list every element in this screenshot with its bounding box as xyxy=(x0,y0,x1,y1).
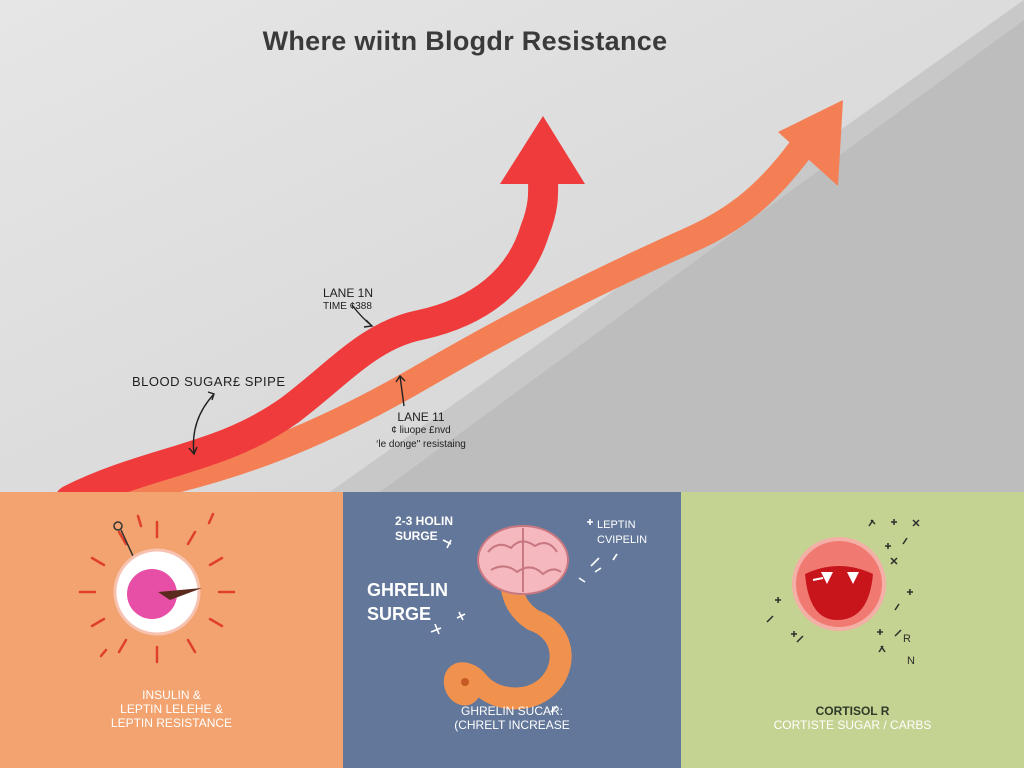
insulin-caption-line1: INSULIN & xyxy=(142,688,201,702)
lane-bottom-line1: LANE 11 xyxy=(397,410,445,424)
stray-mark-n: N xyxy=(907,655,915,667)
holin-surge-line1: 2-3 HOLIN xyxy=(395,514,454,528)
orange-arrow-head xyxy=(778,100,843,186)
orange-trend-arrow xyxy=(107,137,813,505)
stressed-face-icon: R N xyxy=(766,519,920,667)
stomach-icon xyxy=(443,571,572,710)
spike-diagram: Where wiitn Blogdr Resistance LANE 1N TI… xyxy=(0,0,1024,515)
lane-top-label: LANE 1N TIME ¢388 xyxy=(323,286,373,314)
cortisol-caption-line1: CORTISOL R xyxy=(815,704,890,718)
insulin-caption-line3: LEPTIN RESISTANCE xyxy=(110,716,233,730)
stray-mark-r: R xyxy=(903,633,911,645)
lane-top-line2: TIME ¢388 xyxy=(323,301,372,312)
insulin-caption-line2: LEPTIN LELEHE & xyxy=(120,702,223,716)
brain-icon xyxy=(477,525,569,595)
holin-surge-line2: SURGE xyxy=(395,529,438,543)
ghrelin-surge-label: GHRELIN SURGE xyxy=(367,578,448,626)
ghrelin-caption: GHRELIN SUCAR: (CHRELT INCREASE xyxy=(343,704,681,732)
cortisol-caption-line2: CORTISTE SUGAR / CARBS xyxy=(773,718,932,732)
annotation-arrows xyxy=(188,304,406,456)
lane-bottom-label: LANE 11 ¢ liuope £nvd ‘le donge" resista… xyxy=(366,410,476,452)
cell-nucleus xyxy=(127,569,177,619)
holin-surge-label: 2-3 HOLIN SURGE xyxy=(395,514,453,544)
page-title: Where wiitn Blogdr Resistance xyxy=(262,26,668,56)
diagram-canvas xyxy=(0,0,1024,515)
lane-top-line1: LANE 1N xyxy=(323,286,374,300)
motion-marks xyxy=(430,519,618,713)
ghrelin-caption-line2: (CHRELT INCREASE xyxy=(454,718,570,732)
needle-icon xyxy=(158,588,202,600)
open-mouth xyxy=(805,566,873,620)
leptin-label: LEPTIN CVIPELIN xyxy=(597,518,647,548)
ghrelin-surge-line2: SURGE xyxy=(367,604,432,624)
lane-bottom-line2: ¢ liuope £nvd xyxy=(391,425,451,436)
ghrelin-caption-line1: GHRELIN SUCAR: xyxy=(460,704,564,718)
cortisol-caption: CORTISOL R CORTISTE SUGAR / CARBS xyxy=(681,704,1024,732)
brain-stomach-illustration xyxy=(430,519,618,713)
burst-lines xyxy=(78,512,236,664)
red-arrow-head xyxy=(500,116,585,184)
ghrelin-surge-line1: GHRELIN xyxy=(367,580,448,600)
leptin-line2: CVIPELIN xyxy=(597,534,648,546)
red-spike-arrow xyxy=(55,163,559,515)
blood-sugar-spike-label: BLOOD SUGAR£ SPIPE xyxy=(132,374,286,389)
insulin-caption: INSULIN & LEPTIN LELEHE & LEPTIN RESISTA… xyxy=(0,688,343,730)
cortisol-panel: R N CORTISOL R CORTISTE SUGAR / CARBS xyxy=(681,492,1024,768)
leptin-line1: LEPTIN xyxy=(597,519,636,531)
ghrelin-panel: 2-3 HOLIN SURGE LEPTIN CVIPELIN GHRELIN … xyxy=(343,492,681,768)
stress-marks xyxy=(766,519,920,653)
insulin-cell-icon xyxy=(78,512,236,664)
insulin-panel: INSULIN & LEPTIN LELEHE & LEPTIN RESISTA… xyxy=(0,492,343,768)
lane-bottom-line3: ‘le donge" resistaing xyxy=(376,439,466,450)
